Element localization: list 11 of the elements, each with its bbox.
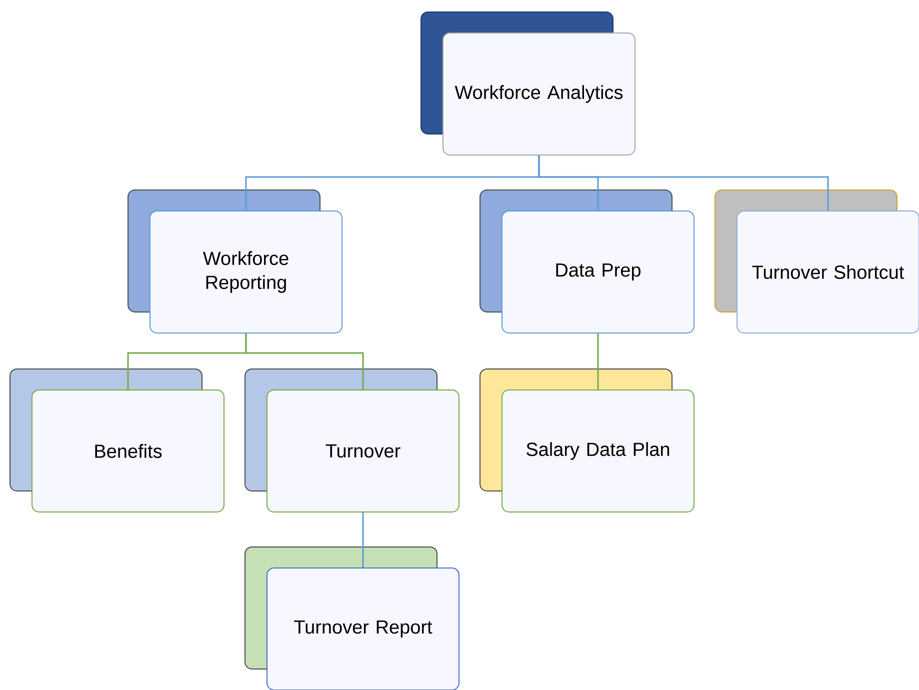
connector-line	[362, 512, 364, 568]
org-box: Data Prep	[480, 189, 694, 334]
org-box: Turnover Shortcut	[714, 189, 919, 334]
org-box: Workforce Reporting	[128, 189, 342, 334]
org-box: Turnover	[244, 368, 460, 512]
connector-line	[245, 333, 364, 390]
org-box: Turnover Report	[244, 546, 460, 690]
org-box: Salary Data Plan	[480, 368, 694, 512]
connector-line	[597, 333, 599, 390]
org-box: Workforce Analytics	[420, 12, 636, 156]
org-box: Benefits	[10, 368, 224, 512]
